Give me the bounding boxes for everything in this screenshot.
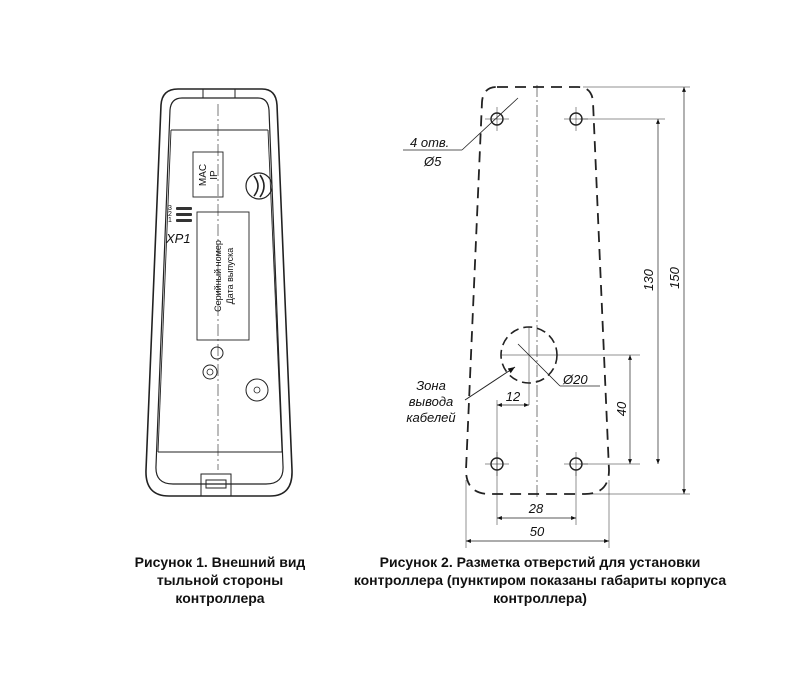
figure1-caption: Рисунок 1. Внешний вид тыльной стороны к… <box>100 553 340 607</box>
pin-2-label: 2 <box>168 211 172 218</box>
housing-outline-dashed <box>465 86 610 495</box>
cable-zone-line1: Зона <box>416 378 446 393</box>
pin-1-label: 1 <box>168 217 172 224</box>
pin-header <box>176 207 192 222</box>
controller-outer-body <box>145 88 293 497</box>
bottom-latch <box>200 473 232 497</box>
serial-number-text: Серийный номер <box>213 240 223 312</box>
connector-label: XP1 <box>165 231 191 246</box>
figure2-caption-line1: Рисунок 2. Разметка отверстий для устано… <box>379 554 701 570</box>
mac-text: MAC <box>198 164 209 186</box>
holes-diameter-text: Ø5 <box>423 154 442 169</box>
mounting-template <box>403 85 690 548</box>
dim-28: 28 <box>528 501 544 516</box>
dim-150: 150 <box>667 266 682 288</box>
figure2-caption-line2: контроллера (пунктиром показаны габариты… <box>353 572 727 588</box>
holes-count-text: 4 отв. <box>410 135 449 150</box>
release-date-text: Дата выпуска <box>225 248 235 305</box>
holes-leader <box>461 97 519 151</box>
serial-label <box>196 211 250 341</box>
cable-zone-line2: вывода <box>409 394 454 409</box>
pin-3-label: 3 <box>168 205 172 212</box>
mount-hole-top-left <box>485 107 509 131</box>
dim-50: 50 <box>530 524 545 539</box>
mount-hole-fig1 <box>245 378 269 402</box>
dim-40: 40 <box>614 401 629 416</box>
ip-text: IP <box>209 170 220 180</box>
figure2-caption: Рисунок 2. Разметка отверстий для устано… <box>330 553 750 607</box>
dim-diameter-20: Ø20 <box>562 372 588 387</box>
figure1-caption-line3: контроллера <box>175 590 265 606</box>
figure1-caption-line2: тыльной стороны <box>156 572 284 588</box>
figure1-caption-line1: Рисунок 1. Внешний вид <box>134 554 306 570</box>
controller-inner-body <box>155 97 284 485</box>
top-latch <box>202 88 236 99</box>
cable-zone-line3: кабелей <box>406 410 455 425</box>
diameter-leader <box>517 343 561 387</box>
led-hole <box>210 346 224 360</box>
mac-ip-label <box>192 151 224 198</box>
cable-zone-arrow <box>464 366 516 401</box>
dim-12: 12 <box>506 389 521 404</box>
dim-130: 130 <box>641 268 656 290</box>
switch-knob[interactable] <box>245 172 273 200</box>
figure2-caption-line3: контроллера) <box>493 590 587 606</box>
controller-back-view <box>145 88 293 497</box>
